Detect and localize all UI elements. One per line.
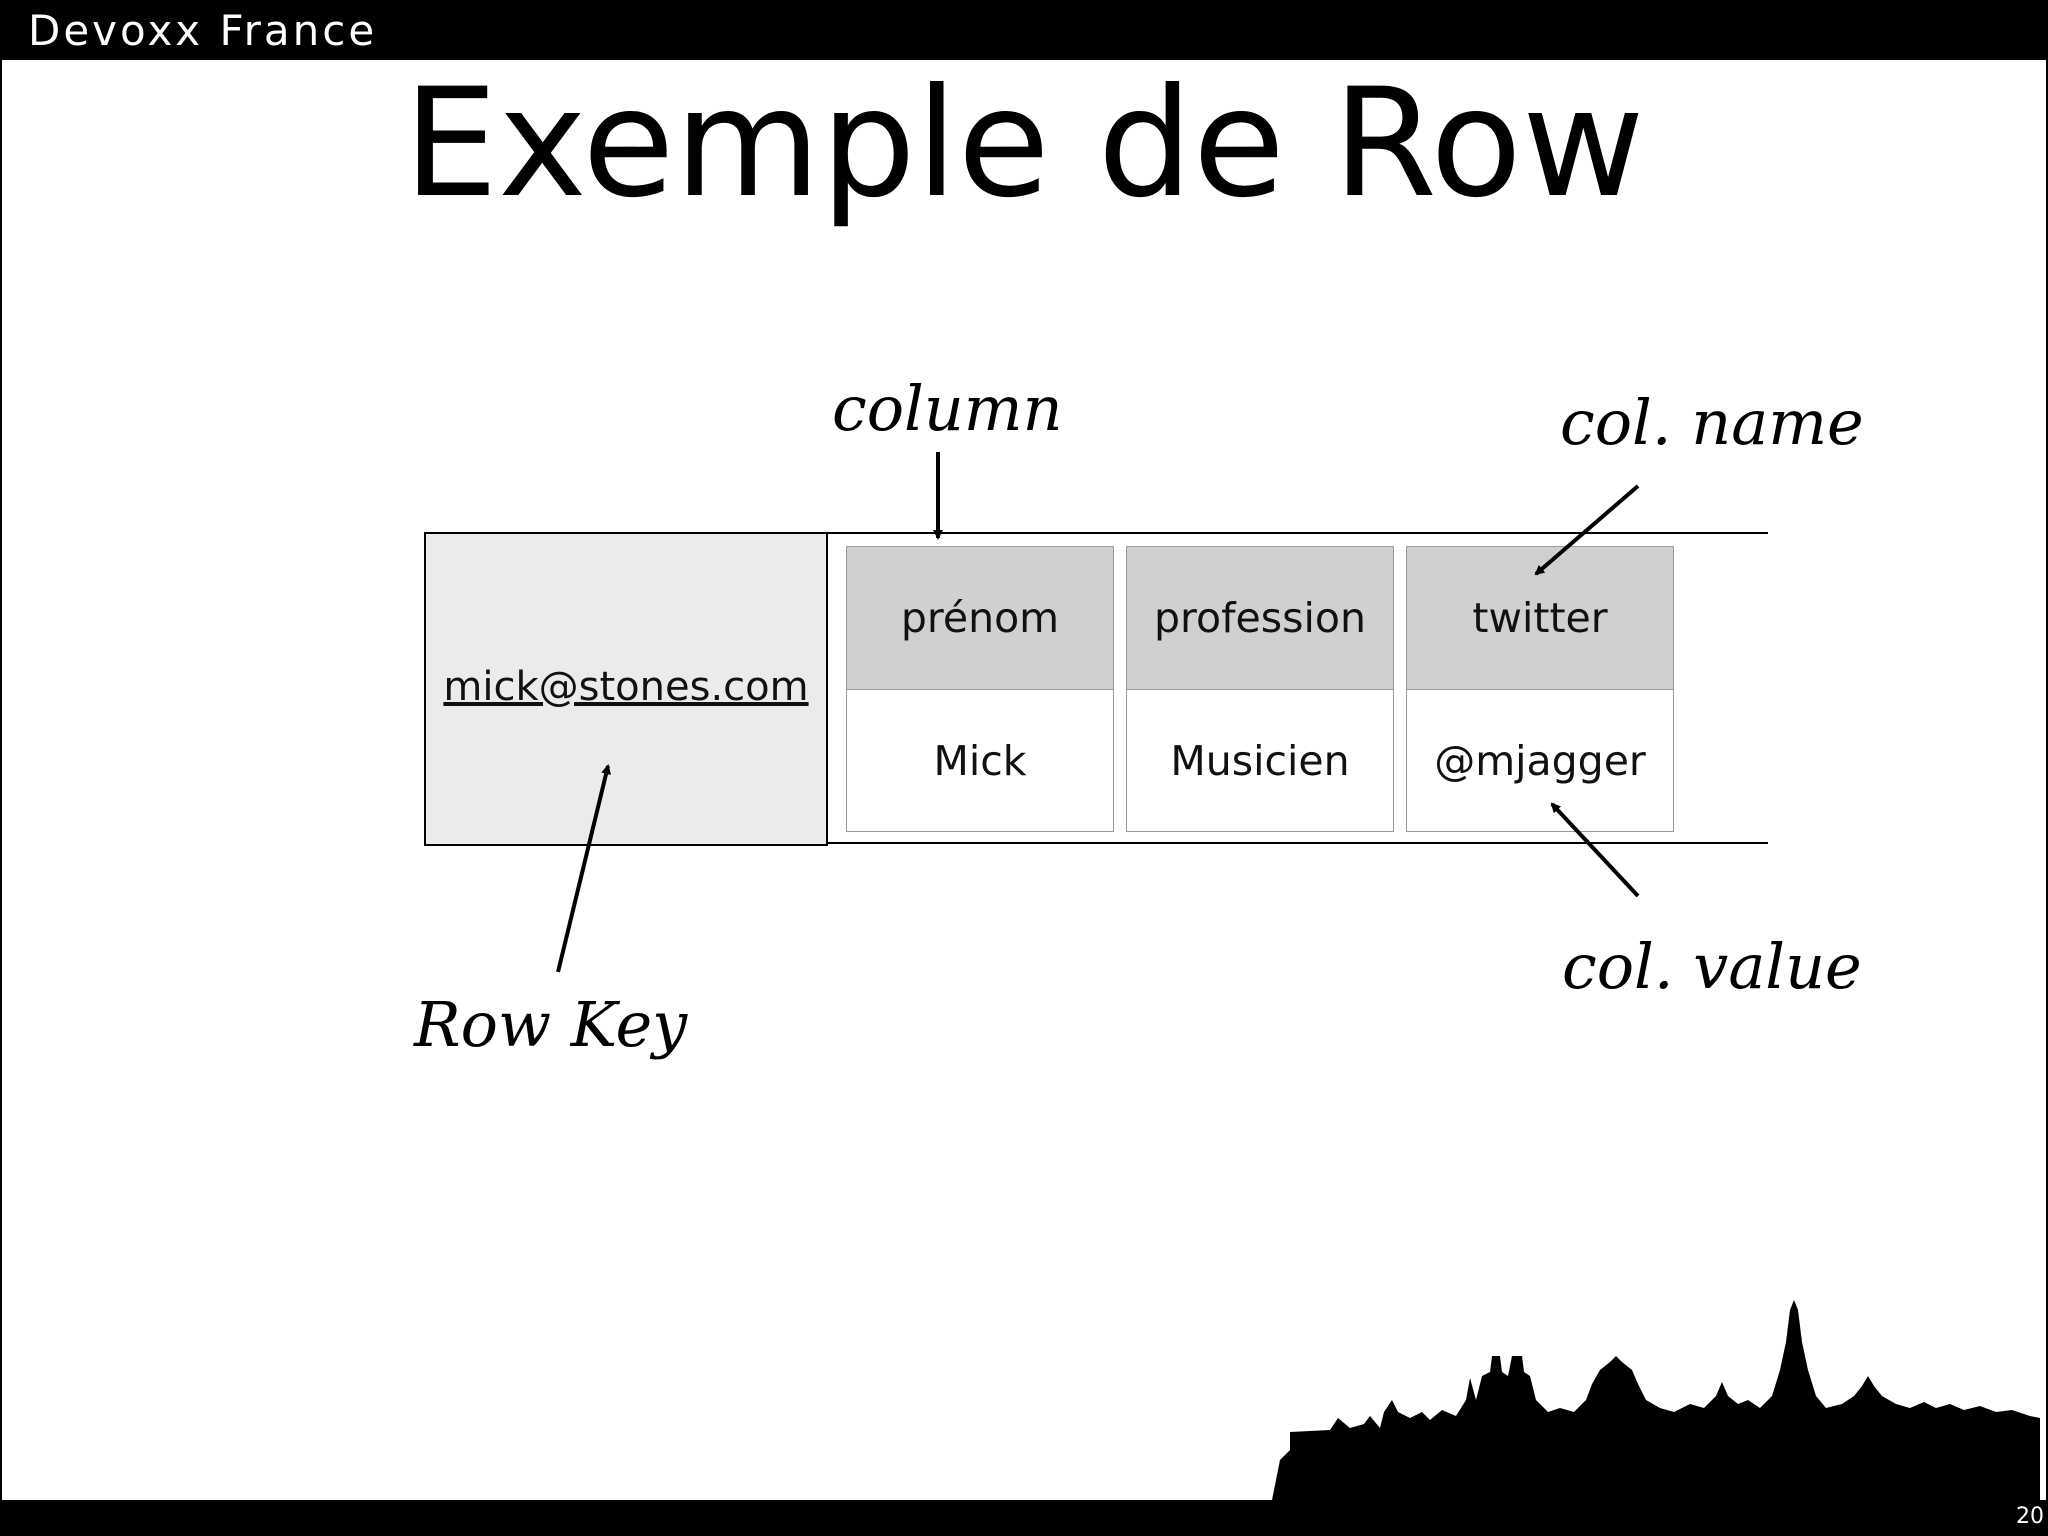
column-name: profession: [1127, 547, 1393, 690]
column-prenom: prénom Mick: [846, 546, 1114, 832]
brand-name: Devoxx France: [28, 6, 378, 55]
bottom-bar: [0, 1500, 2048, 1536]
row-key-value: mick@stones.com: [443, 664, 809, 710]
frame-right-border: [2046, 60, 2048, 1500]
annotation-col-value: col. value: [1562, 930, 1862, 1003]
paris-skyline-image: [1272, 1300, 2040, 1500]
frame-left-border: [0, 60, 2, 1500]
column-name: prénom: [847, 547, 1113, 690]
slide-title: Exemple de Row: [403, 57, 1645, 231]
top-bar: Devoxx France: [0, 0, 2048, 60]
annotation-column: column: [832, 372, 1063, 445]
arrow-row-key: [556, 764, 611, 973]
page-number: 20: [2016, 1504, 2044, 1529]
annotation-col-name: col. name: [1560, 386, 1864, 459]
row-box: [424, 532, 1768, 844]
column-value: Musicien: [1170, 737, 1350, 785]
column-value: @mjagger: [1434, 737, 1646, 785]
annotation-row-key: Row Key: [414, 988, 688, 1061]
column-profession: profession Musicien: [1126, 546, 1394, 832]
column-value: Mick: [933, 737, 1027, 785]
arrow-col-value: [1550, 802, 1640, 898]
row-key-cell: mick@stones.com: [424, 532, 828, 846]
arrow-col-name: [1534, 484, 1640, 576]
